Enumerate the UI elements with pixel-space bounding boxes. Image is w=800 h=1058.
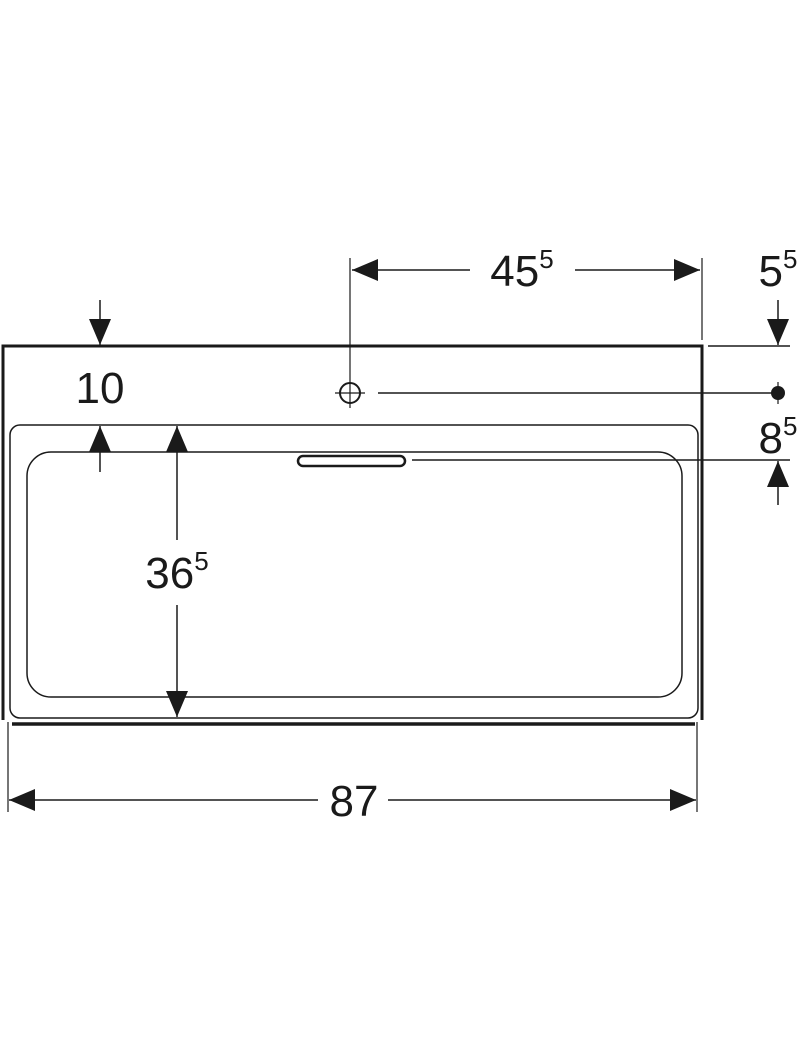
dimension-tap-to-edge: 455: [352, 244, 703, 340]
svg-text:55: 55: [759, 244, 798, 296]
overflow-slot: [296, 454, 407, 468]
svg-text:365: 365: [145, 546, 208, 598]
dimension-rim-depth: 10: [76, 300, 125, 472]
dimension-tap-to-overflow: 85: [412, 411, 797, 505]
svg-text:87: 87: [330, 777, 379, 826]
dimension-basin-depth: 365: [145, 426, 209, 717]
dimension-total-width: 87: [7, 722, 698, 826]
svg-text:85: 85: [759, 411, 798, 463]
dimension-top-to-tap: 55: [708, 244, 798, 347]
svg-text:455: 455: [490, 244, 553, 296]
svg-text:10: 10: [76, 364, 125, 413]
basin-outline: [1, 344, 704, 726]
tap-hole: [335, 258, 785, 408]
outer-edge: [1, 344, 704, 720]
bowl-outline: [26, 451, 683, 698]
rim-outline: [9, 424, 699, 719]
